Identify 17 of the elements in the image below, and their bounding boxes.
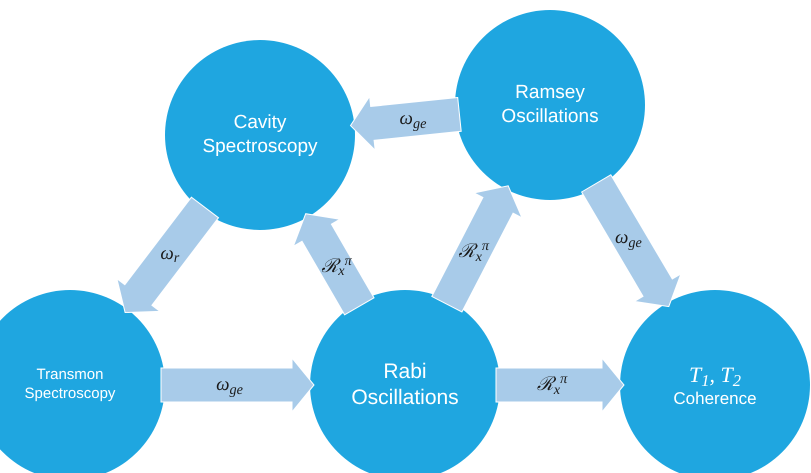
edge-label: ω$_{ge}$: [216, 372, 243, 400]
block-arrow: [160, 356, 315, 414]
edge-label: ω$_{ge}$: [400, 106, 426, 134]
math-label: T$_{1}$, T$_{2}$: [689, 360, 741, 388]
block-arrow: [580, 174, 682, 308]
node-label: Ramsey Oscillations: [500, 81, 600, 129]
block-arrow: [116, 196, 220, 314]
edge-label: ω$_{ge}$: [615, 226, 642, 252]
edge-label: ω$_{r}$: [160, 241, 180, 268]
node-label: Rabi Oscillations: [350, 358, 460, 411]
node-label: Coherence: [673, 388, 757, 410]
node-label: Cavity Spectroscopy: [201, 111, 319, 159]
block-arrow: [431, 185, 524, 313]
node-label: Transmon Spectroscopy: [24, 366, 116, 404]
block-arrow: [350, 95, 462, 152]
block-arrow: [496, 356, 625, 414]
block-arrow: [292, 213, 375, 316]
